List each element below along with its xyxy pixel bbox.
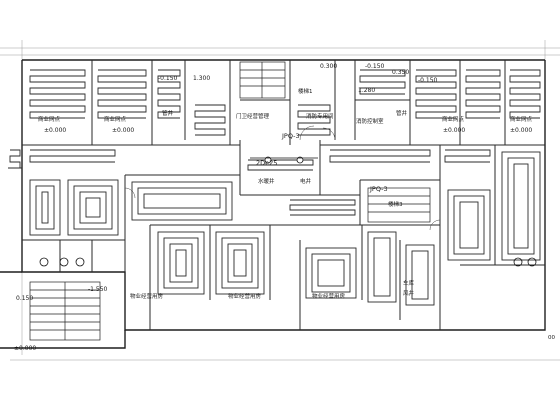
room-label: 电井 <box>300 179 312 185</box>
stair-bottom-left <box>29 281 101 341</box>
level-label: -0.150 <box>418 77 438 84</box>
level-label: -1.550 <box>88 286 108 293</box>
pipe-tag: JPQ-3 <box>370 185 388 193</box>
room-label: 物业经营用房 <box>228 294 262 300</box>
room-label: 水暖井 <box>258 179 275 185</box>
level-label: 0.350 <box>392 69 410 76</box>
room-label: 消防专用间 <box>306 114 334 120</box>
room-label: 楼梯3 <box>388 202 403 208</box>
level-label: -0.150 <box>158 75 178 82</box>
level-label: ±0.000 <box>443 127 466 134</box>
room-label: 商业网点 <box>104 117 127 123</box>
interior-walls <box>8 60 545 330</box>
room-label: 管井 <box>162 111 174 117</box>
level-label: ±0.000 <box>14 345 37 352</box>
room-label: 消防控制室 <box>356 119 384 125</box>
level-label: ±0.000 <box>510 127 533 134</box>
manifold-symbols <box>39 257 537 267</box>
room-label: 物业经营用房 <box>312 294 346 300</box>
pipe-tag: JPQ-3 <box>282 132 300 140</box>
pipe-risers <box>250 156 318 164</box>
level-label: 0.150 <box>16 295 34 302</box>
room-label: 商业网点 <box>38 117 61 123</box>
room-label: 商业网点 <box>442 117 465 123</box>
stair-3 <box>367 187 431 223</box>
room-label: 车库 <box>403 281 415 287</box>
room-label: 门卫经营管理 <box>236 114 270 120</box>
pipe-spec: 2De25 <box>256 159 278 167</box>
level-label: ±0.000 <box>44 127 67 134</box>
room-label: 商业网点 <box>510 117 533 123</box>
outer-walls <box>0 59 546 349</box>
level-label: 1.300 <box>193 75 211 82</box>
level-label: 0.300 <box>320 63 338 70</box>
level-label: 1.280 <box>358 87 376 94</box>
room-label: 楼梯1 <box>298 89 313 95</box>
level-label: ±0.000 <box>112 127 135 134</box>
stair-1 <box>239 61 286 99</box>
level-label: -0.150 <box>365 63 385 70</box>
heating-coils <box>9 69 541 306</box>
room-label: 物业经营用房 <box>130 294 164 300</box>
room-label: 管井 <box>396 111 408 117</box>
edge-label: 00 <box>548 335 555 341</box>
room-label: 风井 <box>403 291 415 297</box>
door-swings <box>124 125 441 231</box>
